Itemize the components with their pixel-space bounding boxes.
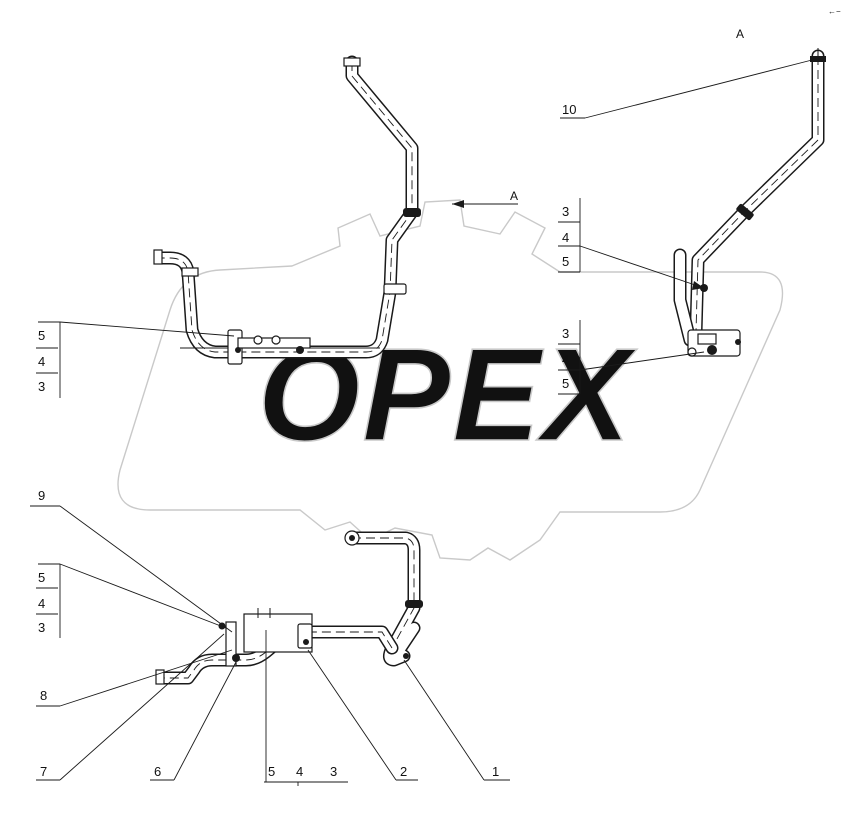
leader-lines [30,59,813,786]
callout-stack-left-middle-2: 4 [38,354,45,369]
upper-pipe-assembly [153,55,421,365]
callout-9: 9 [38,488,45,503]
callout-stack-right-lower-1: 3 [562,326,569,341]
callout-stack-left-middle-1: 5 [38,328,45,343]
callout-stack-right-upper-2: 4 [562,230,569,245]
callout-stack-right-lower-2: 4 [562,352,569,367]
watermark-gear-icon [117,199,784,561]
callout-1: 1 [492,764,499,779]
view-arrow-label: A [510,189,518,203]
callout-7: 7 [40,764,47,779]
callout-4-bottom: 4 [296,764,303,779]
callout-stack-left-bottom-1: 5 [38,570,45,585]
callout-stack-right-upper-3: 5 [562,254,569,269]
callout-stack-left-bottom-3: 3 [38,620,45,635]
callout-3-bottom: 3 [330,764,337,779]
lower-pipe-assembly [155,530,423,685]
callout-2: 2 [400,764,407,779]
callout-5-bottom: 5 [268,764,275,779]
callout-6: 6 [154,764,161,779]
view-a-marker: A [736,27,744,41]
corner-mark: ←− [828,7,841,16]
callout-8: 8 [40,688,47,703]
right-pipe-assembly [673,48,826,357]
callout-10: 10 [562,102,576,117]
callout-stack-left-middle-3: 3 [38,379,45,394]
view-direction-arrow [452,200,518,208]
callout-stack-right-upper-1: 3 [562,204,569,219]
callout-stack-left-bottom-2: 4 [38,596,45,611]
callout-stack-right-lower-3: 5 [562,376,569,391]
